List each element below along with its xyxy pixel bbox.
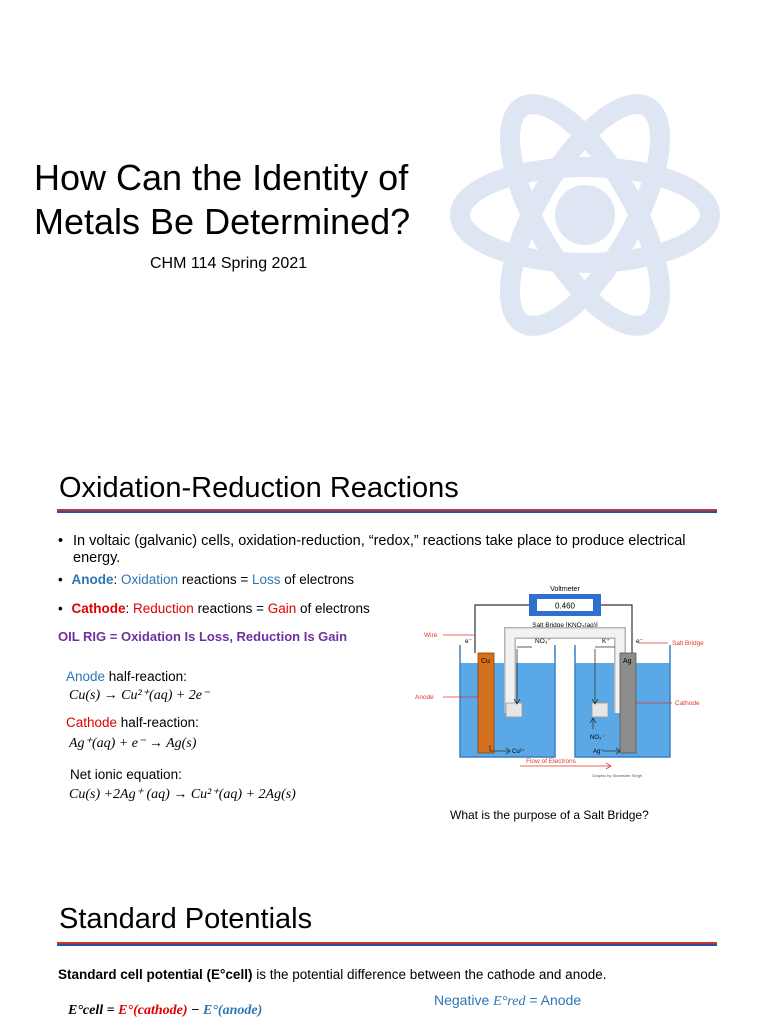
silver-electrode [619, 652, 637, 754]
oil-rig-mnemonic: OIL RIG = Oxidation Is Loss, Reduction I… [58, 629, 348, 644]
definition-term: Standard cell potential (E°cell) [58, 967, 253, 982]
cell-potential-definition: Standard cell potential (E°cell) is the … [58, 967, 607, 982]
bullet-anode: • Anode: Oxidation reactions = Loss of e… [58, 572, 355, 587]
net-ionic-equation: Cu(s) +2Ag⁺ (aq) → Cu²⁺(aq) + 2Ag(s) [69, 787, 296, 802]
svg-text:NO₃⁻: NO₃⁻ [535, 638, 551, 645]
cell-potential-equation: E°cell = E°(cathode) − E°(anode) [68, 1003, 263, 1018]
wire-label: Wire [424, 632, 438, 639]
cathode-label: Cathode [675, 700, 700, 707]
cathode-half-reaction-label: Cathode half-reaction: [66, 715, 199, 730]
negative-ered-note: Negative E°red = Anode [434, 992, 582, 1009]
title-line-2: Metals Be Determined? [34, 201, 411, 242]
gain-term: Gain [267, 601, 297, 616]
svg-text:Ag⁺: Ag⁺ [593, 748, 604, 755]
flow-label: Flow of Electrons [526, 758, 577, 765]
oxidation-term: Oxidation [121, 572, 179, 587]
heading-rule [57, 942, 717, 946]
svg-text:Cu: Cu [481, 658, 490, 665]
salt-bridge-question: What is the purpose of a Salt Bridge? [450, 808, 649, 822]
slide-heading: Oxidation-Reduction Reactions [59, 472, 459, 504]
salt-bridge-title: Salt Bridge [KNO₃(aq)] [532, 622, 598, 629]
redox-slide: Oxidation-Reduction Reactions • In volta… [0, 440, 768, 860]
svg-text:NO₃⁻: NO₃⁻ [590, 735, 605, 741]
graphic-credit: Graphic by Shamsher Singh [592, 773, 642, 778]
anode-equation: Cu(s) → Cu²⁺(aq) + 2e⁻ [69, 688, 210, 703]
cathode-term: Cathode [71, 601, 126, 616]
bullet-voltaic: • In voltaic (galvanic) cells, oxidation… [58, 533, 708, 567]
bullet-voltaic-text: In voltaic (galvanic) cells, oxidation-r… [73, 533, 686, 566]
anode-label: Anode [415, 694, 434, 701]
copper-electrode [477, 652, 495, 754]
slide-subtitle: CHM 114 Spring 2021 [150, 255, 308, 272]
atom-icon [450, 94, 720, 336]
svg-text:Cu²⁺: Cu²⁺ [512, 748, 525, 755]
voltmeter-label: Voltmeter [550, 586, 580, 593]
galvanic-cell-diagram: Voltmeter 0.460 Salt Bridge [KNO₃(aq)] N… [415, 586, 704, 778]
svg-text:e⁻: e⁻ [465, 638, 473, 645]
salt-bridge-label: Salt Bridge [672, 640, 704, 647]
anode-half-reaction-label: Anode half-reaction: [66, 669, 187, 684]
bullet-cathode: • Cathode: Reduction reactions = Gain of… [58, 601, 370, 616]
voltmeter-reading: 0.460 [555, 602, 576, 611]
svg-text:e⁻: e⁻ [636, 638, 644, 645]
svg-text:K⁺: K⁺ [602, 638, 610, 645]
heading-rule [57, 509, 717, 513]
svg-text:Ag: Ag [623, 658, 632, 665]
cathode-equation: Ag⁺(aq) + e⁻ → Ag(s) [69, 736, 197, 751]
slide-heading: Standard Potentials [59, 903, 313, 935]
title-slide: How Can the Identity of Metals Be Determ… [0, 0, 768, 440]
reduction-term: Reduction [133, 601, 194, 616]
anode-term: Anode [71, 572, 114, 587]
net-ionic-label: Net ionic equation: [70, 767, 182, 782]
slide-title: How Can the Identity of Metals Be Determ… [34, 156, 410, 244]
standard-potentials-slide: Standard Potentials Standard cell potent… [0, 860, 768, 1024]
loss-term: Loss [251, 572, 281, 587]
title-line-1: How Can the Identity of [34, 157, 409, 198]
